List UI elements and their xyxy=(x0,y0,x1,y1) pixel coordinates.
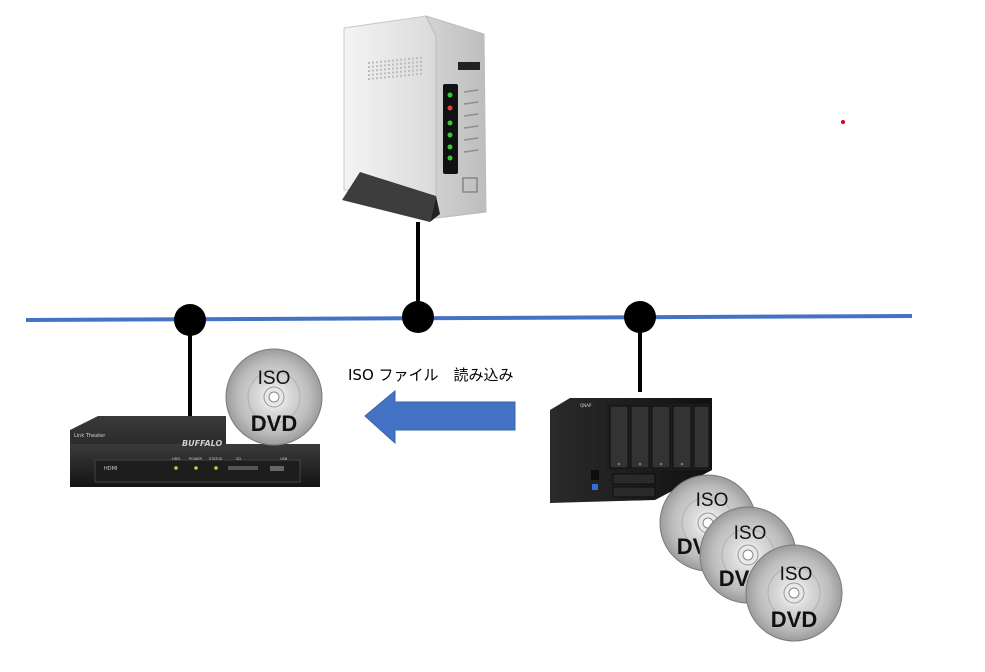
vent-hole xyxy=(400,70,402,73)
vent-hole xyxy=(384,68,386,71)
vent-hole xyxy=(404,74,406,77)
vent-hole xyxy=(396,75,398,78)
disc-dvd-label: DVD xyxy=(771,607,817,632)
vent-hole xyxy=(420,64,422,67)
vent-hole xyxy=(388,76,390,78)
disc-iso-label: ISO xyxy=(258,368,291,389)
vent-hole xyxy=(396,59,398,62)
vent-hole xyxy=(388,64,390,66)
disc-iso-label: ISO xyxy=(780,564,813,585)
vent-hole xyxy=(392,59,394,62)
vent-hole xyxy=(380,60,382,63)
vent-hole xyxy=(372,73,374,76)
vent-hole xyxy=(380,72,382,75)
nas-node xyxy=(624,301,656,333)
accent-dot xyxy=(841,120,845,124)
vent-hole xyxy=(368,74,370,76)
vent-hole xyxy=(404,70,406,73)
vent-hole xyxy=(376,61,378,64)
player-panel-label: HDD xyxy=(172,457,180,461)
vent-hole xyxy=(408,62,410,64)
vent-hole xyxy=(396,71,398,74)
player-panel-label: STATUS xyxy=(209,457,223,461)
vent-hole xyxy=(412,73,414,76)
vent-hole xyxy=(380,68,382,71)
nas-icon: QNAP xyxy=(550,398,712,503)
vent-hole xyxy=(412,57,414,60)
nas-brand-label: QNAP xyxy=(580,403,592,408)
vent-hole xyxy=(408,74,410,76)
vent-hole xyxy=(408,70,410,72)
vent-hole xyxy=(368,78,370,80)
vent-hole xyxy=(392,67,394,70)
vent-hole xyxy=(376,65,378,68)
vent-hole xyxy=(372,65,374,68)
vent-hole xyxy=(396,63,398,66)
vent-hole xyxy=(388,68,390,70)
vent-hole xyxy=(384,76,386,79)
player-node xyxy=(174,304,206,336)
vent-hole xyxy=(392,71,394,74)
vent-hole xyxy=(416,57,418,60)
vent-hole xyxy=(420,56,422,59)
vent-hole xyxy=(400,62,402,65)
vent-hole xyxy=(420,60,422,63)
disc-iso-label: ISO xyxy=(734,523,767,544)
player-brand-label: BUFFALO xyxy=(182,439,222,448)
vent-hole xyxy=(408,66,410,68)
dvd-disc: ISO DVD xyxy=(745,544,843,642)
vent-hole xyxy=(416,61,418,64)
media-player-icon: Link Theater BUFFALO HDMI HDD POWER STAT… xyxy=(70,416,320,487)
vent-hole xyxy=(384,72,386,75)
vent-hole xyxy=(404,66,406,69)
vent-hole xyxy=(412,69,414,72)
vent-hole xyxy=(380,64,382,67)
vent-hole xyxy=(404,58,406,61)
vent-hole xyxy=(376,69,378,72)
vent-hole xyxy=(368,62,370,64)
wireless-router-icon xyxy=(342,15,487,222)
vent-hole xyxy=(396,67,398,70)
transfer-arrow-icon xyxy=(364,389,516,445)
dvd-disc: ISO DVD xyxy=(225,348,323,446)
vent-hole xyxy=(416,73,418,76)
vent-hole xyxy=(412,65,414,68)
network-line xyxy=(25,314,913,322)
vent-hole xyxy=(408,58,410,60)
vent-hole xyxy=(376,73,378,76)
vent-hole xyxy=(400,58,402,61)
player-hdmi-label: HDMI xyxy=(104,466,117,472)
vent-hole xyxy=(412,61,414,64)
player-panel-label: POWER xyxy=(189,457,203,461)
vent-hole xyxy=(380,76,382,79)
vent-hole xyxy=(400,66,402,69)
disc-iso-label: ISO xyxy=(696,490,729,511)
arrow-caption: ISO ファイル 読み込み xyxy=(348,366,514,384)
vent-hole xyxy=(384,60,386,63)
vent-hole xyxy=(376,77,378,80)
vent-hole xyxy=(372,69,374,72)
vent-hole xyxy=(400,74,402,77)
vent-hole xyxy=(392,63,394,66)
vent-hole xyxy=(404,62,406,65)
vent-hole xyxy=(368,66,370,68)
vent-hole xyxy=(392,75,394,78)
vent-hole xyxy=(420,68,422,71)
player-model-label: Link Theater xyxy=(74,433,106,439)
player-panel-label: USB xyxy=(280,457,288,461)
vent-hole xyxy=(368,70,370,72)
vent-hole xyxy=(416,65,418,68)
disc-dvd-label: DVD xyxy=(251,411,297,436)
vent-hole xyxy=(416,69,418,72)
vent-hole xyxy=(372,61,374,64)
router-node xyxy=(402,301,434,333)
player-panel-label: SD xyxy=(236,457,241,461)
vent-hole xyxy=(384,64,386,67)
vent-hole xyxy=(372,77,374,80)
vent-hole xyxy=(388,72,390,74)
vent-hole xyxy=(420,72,422,75)
vent-hole xyxy=(388,60,390,62)
